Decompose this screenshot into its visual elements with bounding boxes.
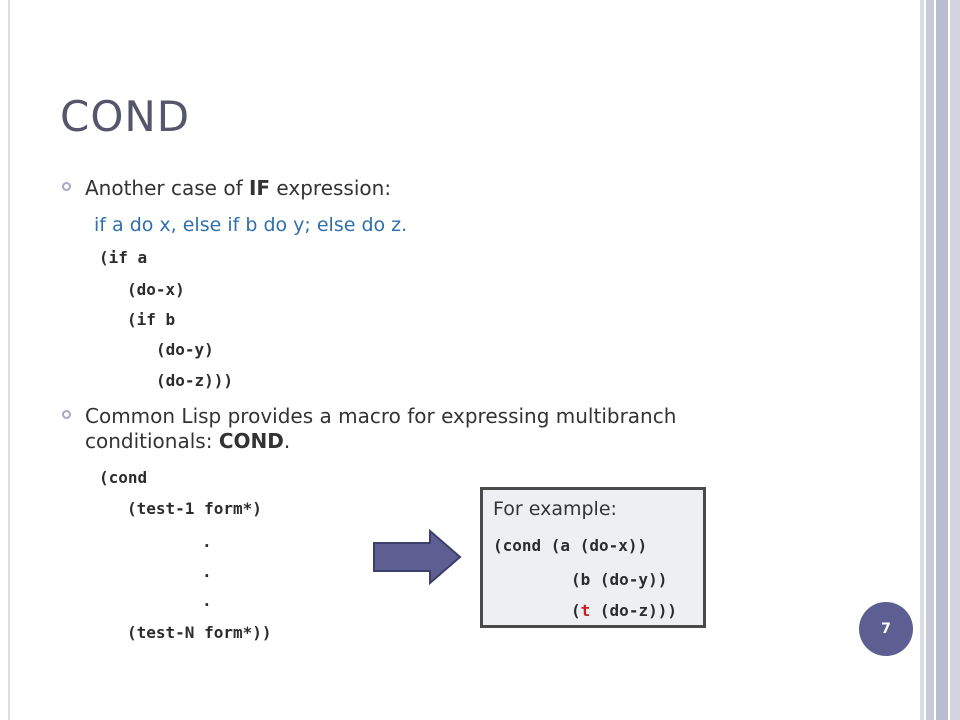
code-line: (do-x): [127, 280, 185, 299]
stripe: [950, 0, 960, 720]
right-arrow-icon: [373, 529, 462, 585]
bullet-item-cond: Common Lisp provides a macro for express…: [62, 404, 676, 454]
code-line: (do-z))): [156, 371, 234, 390]
code-ellipsis: .: [202, 562, 212, 581]
example-title: For example:: [493, 498, 617, 520]
example-code-line: (b (do-y)): [571, 570, 668, 589]
page-number-badge: 7: [859, 602, 913, 656]
right-decorative-stripes: [916, 0, 960, 720]
code-line: (cond: [99, 468, 148, 487]
t-keyword: t: [580, 601, 591, 620]
keyword-if: IF: [248, 176, 271, 200]
code-line: (if a: [99, 248, 148, 267]
code-ellipsis: .: [202, 532, 212, 551]
ring-bullet-icon: [62, 182, 71, 191]
keyword-cond: COND: [218, 429, 284, 453]
left-border-line: [8, 0, 10, 720]
if-description: if a do x, else if b do y; else do z.: [94, 214, 408, 236]
code-line: (test-1 form*): [127, 499, 262, 518]
bullet-text-suffix: expression:: [270, 176, 392, 200]
ring-bullet-icon: [62, 410, 71, 419]
bullet-text-prefix: conditionals:: [85, 429, 219, 453]
slide-title: COND: [60, 92, 191, 141]
stripe: [926, 0, 934, 720]
code-line: (do-y): [156, 340, 214, 359]
code-line: (test-N form*)): [127, 623, 272, 642]
bullet-text-line1: Common Lisp provides a macro for express…: [85, 404, 677, 428]
code-ellipsis: .: [202, 591, 212, 610]
example-code-line: (t (do-z))): [571, 601, 677, 620]
bullet-text-prefix: Another case of: [85, 176, 249, 200]
bullet-text: Another case of IF expression:: [85, 176, 391, 201]
bullet-item-if: Another case of IF expression:: [62, 176, 391, 201]
bullet-text-suffix: .: [283, 429, 291, 453]
code-line: (if b: [127, 310, 176, 329]
paren: (: [571, 601, 581, 620]
stripe: [920, 0, 924, 720]
example-box: For example: (cond (a (do-x)) (b (do-y))…: [480, 487, 706, 628]
stripe: [936, 0, 948, 720]
code-rest: (do-z))): [590, 601, 677, 620]
example-code-line: (cond (a (do-x)): [493, 536, 648, 555]
bullet-text: Common Lisp provides a macro for express…: [85, 404, 676, 454]
